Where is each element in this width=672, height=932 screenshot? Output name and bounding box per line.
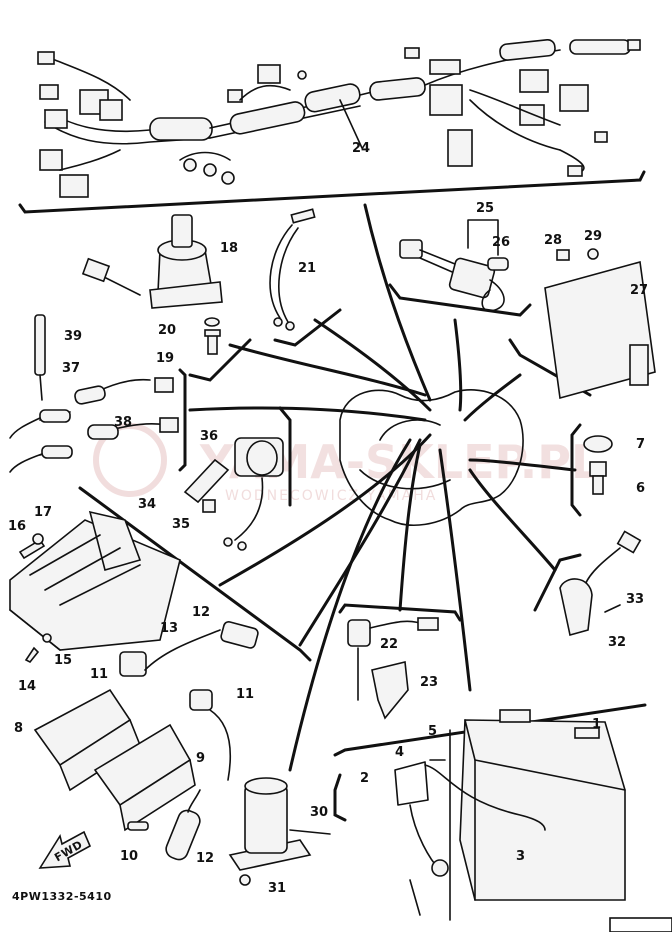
callout-35: 35 <box>172 517 190 532</box>
callout-4: 4 <box>395 745 404 760</box>
callout-19: 19 <box>156 351 174 366</box>
corner-box <box>609 917 672 932</box>
callout-6: 6 <box>636 481 645 496</box>
cdi-unit <box>544 248 656 400</box>
callout-11b: 11 <box>236 687 254 702</box>
callout-18: 18 <box>220 241 238 256</box>
callout-38: 38 <box>114 415 132 430</box>
leader-lines <box>188 203 577 772</box>
starter-relay <box>228 777 331 886</box>
fwd-arrow-icon: FWD <box>38 830 92 869</box>
callout-25: 25 <box>476 201 494 216</box>
sender-unit <box>559 530 642 636</box>
callout-29: 29 <box>584 229 602 244</box>
callout-39: 39 <box>64 329 82 344</box>
callout-30: 30 <box>310 805 328 820</box>
sensor-lead <box>269 208 316 331</box>
wiring-leads <box>9 314 179 473</box>
callout-2: 2 <box>360 771 369 786</box>
group-brackets <box>78 283 647 822</box>
diagram-code: 4PW1332-5410 <box>12 890 112 903</box>
callout-13: 13 <box>160 621 178 636</box>
relay-assembly <box>399 219 509 312</box>
callout-17: 17 <box>34 505 52 520</box>
callout-20: 20 <box>158 323 176 338</box>
ignition-switch <box>81 214 223 309</box>
callout-9: 9 <box>196 751 205 766</box>
callout-1: 1 <box>592 717 601 732</box>
callout-5: 5 <box>428 724 437 739</box>
top-bracket <box>18 170 646 214</box>
callout-labels: 1 2 3 4 5 6 7 8 9 10 11 11 12 12 13 14 1… <box>8 141 648 896</box>
callout-10: 10 <box>120 849 138 864</box>
neutral-switch <box>583 435 613 495</box>
callout-34: 34 <box>138 497 156 512</box>
callout-33: 33 <box>626 592 644 607</box>
callout-26: 26 <box>492 235 510 250</box>
callout-16: 16 <box>8 519 26 534</box>
callout-21: 21 <box>298 261 316 276</box>
frame-outline <box>339 389 524 526</box>
callout-27: 27 <box>630 283 648 298</box>
callout-37: 37 <box>62 361 80 376</box>
rear-brake-switch <box>347 617 439 720</box>
callout-14: 14 <box>18 679 36 694</box>
wire-harness <box>37 39 641 198</box>
fasteners-14-17 <box>18 533 52 664</box>
callout-28: 28 <box>544 233 562 248</box>
watermark-sub: WODNECOWICZ YAMAHA <box>225 488 437 504</box>
callout-7: 7 <box>636 437 645 452</box>
callout-24: 24 <box>352 141 370 156</box>
battery-box <box>9 510 181 651</box>
callout-36: 36 <box>200 429 218 444</box>
callout-15: 15 <box>54 653 72 668</box>
callout-32: 32 <box>608 635 626 650</box>
callout-22: 22 <box>380 637 398 652</box>
callout-3: 3 <box>516 849 525 864</box>
flasher-relay <box>183 437 284 551</box>
bolt-washer-19-20 <box>204 317 221 355</box>
callout-12b: 12 <box>196 851 214 866</box>
ignition-coils <box>33 621 259 861</box>
callout-23: 23 <box>420 675 438 690</box>
battery <box>394 709 626 921</box>
callout-12a: 12 <box>192 605 210 620</box>
callout-11a: 11 <box>90 667 108 682</box>
callout-31: 31 <box>268 881 286 896</box>
callout-8: 8 <box>14 721 23 736</box>
